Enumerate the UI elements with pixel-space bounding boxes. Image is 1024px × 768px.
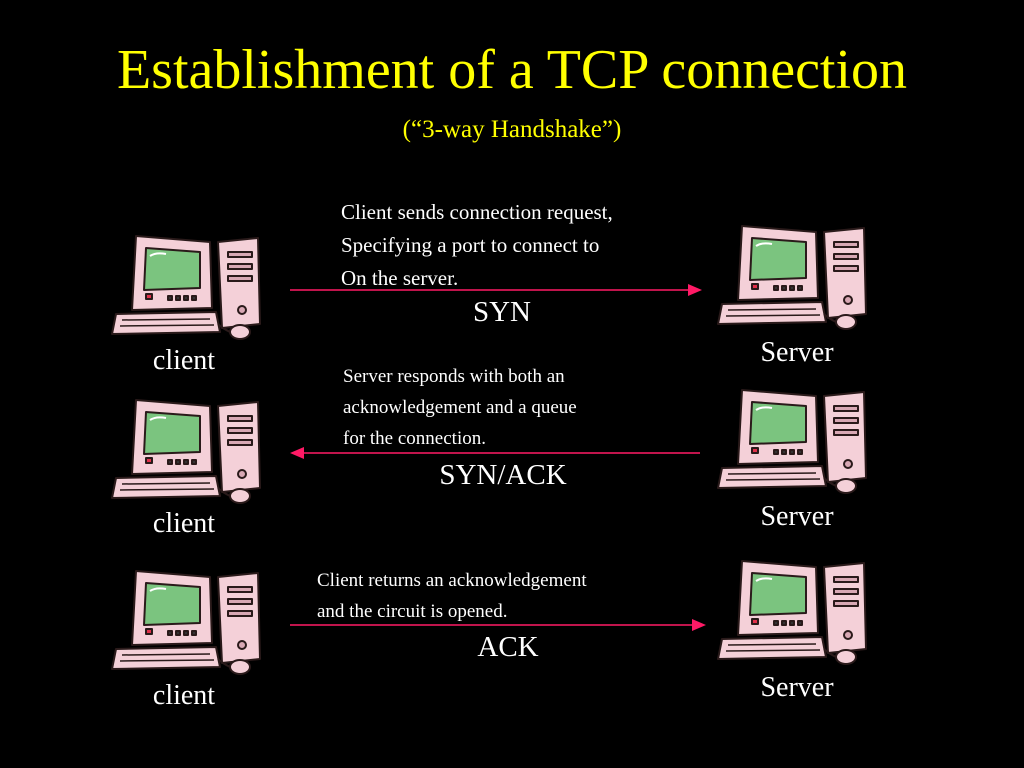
client-label: client xyxy=(152,680,216,711)
description-line: Client returns an acknowledgement xyxy=(317,570,587,591)
description-line: Server responds with both an xyxy=(343,366,565,387)
server-computer-icon xyxy=(716,557,880,667)
step-description: Server responds with both an acknowledge… xyxy=(343,361,577,454)
client-label: client xyxy=(152,508,216,539)
step-description: Client sends connection request, Specify… xyxy=(341,196,613,295)
server-label: Server xyxy=(760,672,834,703)
description-line: for the connection. xyxy=(343,428,486,449)
server-label: Server xyxy=(760,337,834,368)
server-computer-icon xyxy=(716,386,880,496)
client-computer-icon xyxy=(110,232,274,342)
server-computer-icon xyxy=(716,222,880,332)
description-line: Client sends connection request, xyxy=(341,200,613,224)
server-label: Server xyxy=(760,501,834,532)
description-line: On the server. xyxy=(341,266,459,290)
description-line: acknowledgement and a queue xyxy=(343,397,577,418)
slide-subtitle: (“3-way Handshake”) xyxy=(402,116,622,143)
description-line: and the circuit is opened. xyxy=(317,601,508,622)
slide-title: Establishment of a TCP connection xyxy=(116,39,908,101)
message-label-ack: ACK xyxy=(477,631,539,663)
description-line: Specifying a port to connect to xyxy=(341,233,600,257)
client-label: client xyxy=(152,345,216,376)
message-label-syn: SYN xyxy=(472,296,531,328)
message-label-syn-ack: SYN/ACK xyxy=(439,459,567,491)
arrow-right-icon xyxy=(290,284,702,296)
client-computer-icon xyxy=(110,567,274,677)
arrow-left-icon xyxy=(290,447,700,459)
step-description: Client returns an acknowledgement and th… xyxy=(317,565,587,627)
arrow-right-icon xyxy=(290,619,706,631)
client-computer-icon xyxy=(110,396,274,506)
